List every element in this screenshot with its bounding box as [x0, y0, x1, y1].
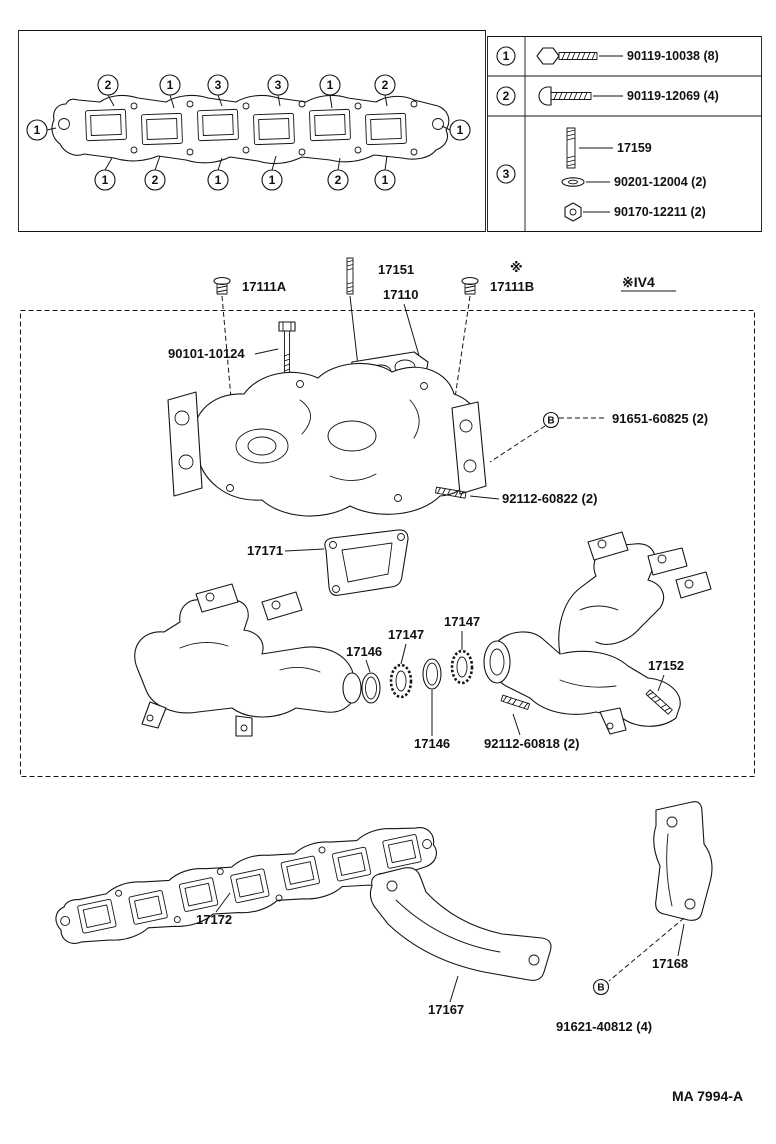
bracket-17167 [369, 867, 552, 981]
serrated-ring-17147-a [389, 663, 413, 699]
callout-number: 2 [152, 173, 159, 187]
part-label-90119-10038: 90119-10038 (8) [627, 49, 719, 63]
callout-number: 2 [335, 173, 342, 187]
washer-icon [561, 177, 585, 187]
legend-row-3: 3 17159 90201-12004 (2) 90170-12211 (2) [496, 127, 706, 222]
gasket-callout-numbers: 2 1 3 3 1 2 1 1 1 2 1 1 2 1 [26, 74, 471, 191]
callout-number: 2 [105, 78, 112, 92]
main-exploded-diagram: 17111A 17151 17110 ※ 17111B ※IV4 90101-1… [20, 257, 755, 777]
iv4-note: ※IV4 [622, 274, 655, 290]
callout-number: 1 [457, 123, 464, 137]
bolt-marker-b-bottom: B [597, 983, 604, 994]
part-label-90170-12211: 90170-12211 (2) [614, 205, 706, 219]
legend-gridlines [487, 36, 762, 232]
part-label-91621-40812: 91621-40812 (4) [556, 1019, 652, 1034]
stud-17151-icon [346, 257, 354, 295]
part-label-17152: 17152 [648, 658, 684, 673]
hex-bolt-icon [536, 47, 598, 65]
exhaust-manifold-left [134, 583, 362, 737]
part-label-17171: 17171 [247, 543, 283, 558]
legend-row-2: 2 90119-12069 (4) [496, 86, 719, 106]
serrated-ring-17147-b [450, 649, 474, 685]
bolt-marker-b-circle-bottom [592, 978, 610, 996]
cylinder-head-gasket-drawing [51, 94, 450, 165]
part-label-17168: 17168 [652, 956, 688, 971]
flange-bolt-icon [538, 86, 592, 106]
gasket-callout-leaders [46, 94, 451, 171]
bottom-parts-diagram: 17172 17167 17168 B 91621-40812 (4) MA 7… [55, 801, 743, 1104]
part-label-17172: 17172 [196, 912, 232, 927]
callout-number: 1 [382, 173, 389, 187]
gasket-17171 [324, 529, 409, 596]
seal-ring-17146-b [422, 658, 442, 690]
stud-icon [566, 127, 576, 169]
part-label-17159: 17159 [617, 141, 652, 155]
stud-92112-60818-icon [500, 694, 531, 710]
seal-ring-17146-a [361, 672, 381, 704]
callout-number: 3 [275, 78, 282, 92]
legend-number-1: 1 [503, 49, 510, 63]
part-label-17111B: 17111B [490, 279, 534, 294]
panel-border [18, 30, 486, 232]
callout-number: 1 [167, 78, 174, 92]
legend-border [487, 36, 762, 232]
callout-number: 1 [102, 173, 109, 187]
part-label-92112-60818: 92112-60818 (2) [484, 736, 579, 751]
part-label-17167: 17167 [428, 1002, 464, 1017]
plug-17111A-icon [213, 276, 231, 295]
figure-code: MA 7994-A [672, 1088, 743, 1104]
asterisk-mark: ※ [510, 261, 523, 276]
bolt-marker-b: B [547, 416, 554, 427]
callout-number: 1 [269, 173, 276, 187]
manifold-gasket-17172 [55, 827, 437, 944]
part-label-17146-bottom: 17146 [414, 736, 450, 751]
part-label-17151: 17151 [378, 262, 414, 277]
part-label-17146-top: 17146 [346, 644, 382, 659]
part-label-17110: 17110 [383, 287, 418, 302]
exhaust-manifold-right [483, 531, 712, 735]
callout-number: 2 [382, 78, 389, 92]
callout-number: 1 [327, 78, 334, 92]
part-label-17147-right: 17147 [444, 614, 480, 629]
plug-17111B-icon [461, 276, 479, 295]
top-gasket-panel: 2 1 3 3 1 2 1 1 1 2 1 1 2 1 [18, 30, 486, 232]
legend-number-3: 3 [503, 167, 510, 181]
part-label-92112-60822: 92112-60822 (2) [502, 491, 597, 506]
part-label-90101-10124: 90101-10124 [168, 346, 245, 361]
callout-number: 1 [215, 173, 222, 187]
nut-icon [564, 202, 582, 222]
bracket-17168 [653, 801, 713, 921]
legend-row-1: 1 90119-10038 (8) [496, 46, 719, 66]
stud-92112-60822-icon [435, 486, 467, 499]
part-label-17147-left: 17147 [388, 627, 424, 642]
callout-number: 3 [215, 78, 222, 92]
part-label-90201-12004: 90201-12004 (2) [614, 175, 706, 189]
intake-manifold-17110 [167, 351, 487, 517]
hardware-legend-table: 1 90119-10038 (8) 2 90119-12069 (4) 3 [487, 36, 762, 232]
stud-17152-icon [645, 689, 673, 715]
bolt-marker-b-circle [542, 411, 560, 429]
callout-number: 1 [34, 123, 41, 137]
part-label-91651-60825: 91651-60825 (2) [612, 411, 708, 426]
bolt-90101-icon [278, 321, 296, 378]
part-label-90119-12069: 90119-12069 (4) [627, 89, 719, 103]
legend-number-2: 2 [503, 89, 510, 103]
part-label-17111A: 17111A [242, 279, 287, 294]
